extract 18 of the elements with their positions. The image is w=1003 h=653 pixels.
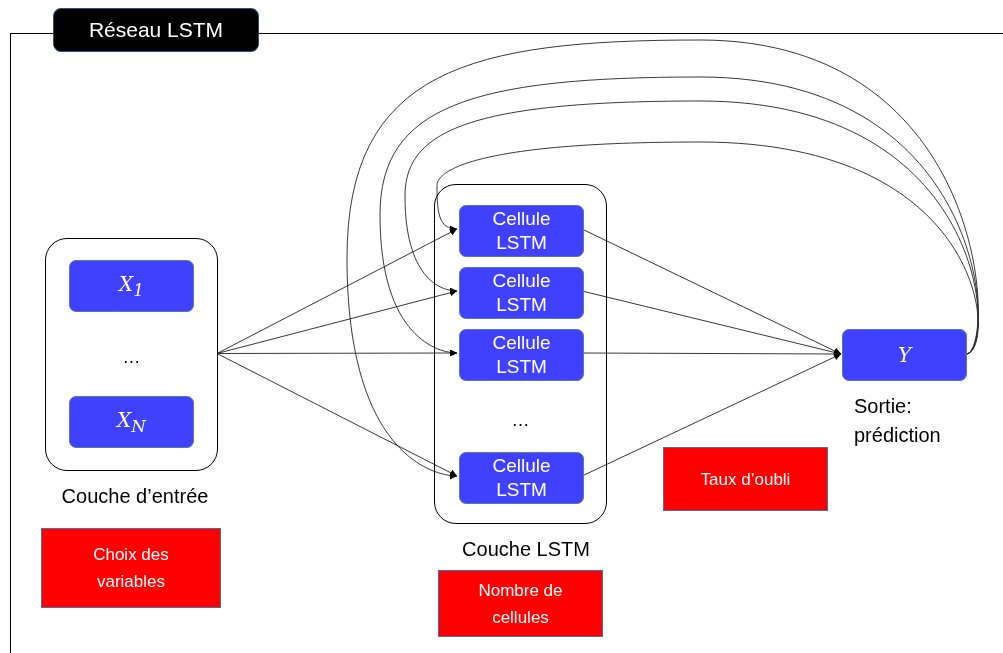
layer-container xyxy=(434,184,607,524)
ellipsis: … xyxy=(510,410,531,431)
lstm-cell-box: Cellule LSTM xyxy=(459,267,584,319)
lstm-cell-box: Cellule LSTM xyxy=(459,329,584,381)
variable-box: Y xyxy=(842,329,967,381)
lstm-cell-box: Cellule LSTM xyxy=(459,205,584,257)
parameter-box: Choix des variables xyxy=(41,528,221,608)
parameter-box: Nombre de cellules xyxy=(438,570,603,637)
caption-text: Sortie: prédiction xyxy=(854,394,942,448)
variable-box: X$_{1}$ xyxy=(69,260,194,312)
caption-text: Couche LSTM xyxy=(461,537,591,562)
layer-container xyxy=(45,238,218,471)
lstm-cell-box: Cellule LSTM xyxy=(459,452,584,504)
caption-text: Couche d’entrée xyxy=(60,484,210,509)
title-tab: Réseau LSTM xyxy=(53,8,259,52)
variable-box: X$_{N}$ xyxy=(69,396,194,448)
parameter-box: Taux d’oubli xyxy=(663,447,828,511)
ellipsis: … xyxy=(121,347,142,368)
